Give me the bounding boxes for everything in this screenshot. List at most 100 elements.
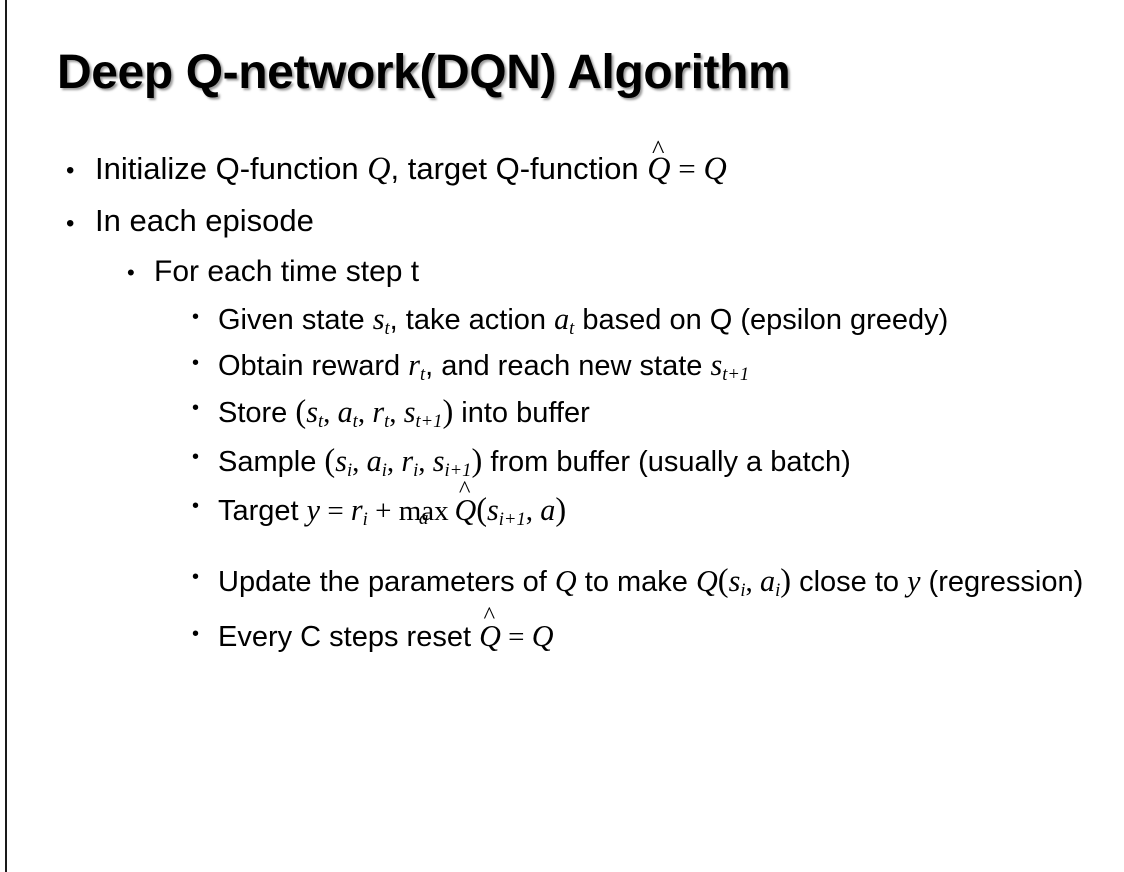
math-r: r xyxy=(372,395,385,430)
comma-2: , xyxy=(357,397,373,430)
math-plus: + xyxy=(367,495,399,528)
text-sample-post: from buffer (usually a batch) xyxy=(482,446,851,479)
slide-body: • Initialize Q-function Q, target Q-func… xyxy=(0,135,1124,661)
paren-open: ( xyxy=(476,492,488,529)
math-max-limit: a xyxy=(418,507,429,529)
math-r: r xyxy=(408,347,420,382)
bullet-initialize: • Initialize Q-function Q, target Q-func… xyxy=(0,135,1124,190)
bullet-dot-icon: • xyxy=(66,157,75,184)
paren-close: ) xyxy=(442,394,454,431)
math-r-subscript: t xyxy=(384,411,390,433)
math-a: a xyxy=(337,395,353,430)
math-s1-subscript: i xyxy=(346,460,353,482)
text-target-pre: Target xyxy=(218,495,307,528)
math-y: y xyxy=(907,563,921,598)
bullet-given-state: • Given state st, take action at based o… xyxy=(0,299,1124,341)
paren-close: ) xyxy=(780,562,792,599)
paren-open: ( xyxy=(295,394,307,431)
math-a-subscript: t xyxy=(352,411,358,433)
bullet-dot-icon: • xyxy=(192,622,200,645)
text-update-mid: to make xyxy=(576,565,696,598)
math-q-hat-base: Q xyxy=(479,618,501,653)
bullet-store-text: Store (st, at, rt, st+1) into buffer xyxy=(218,390,1104,435)
math-q-2: Q xyxy=(703,150,727,186)
bullet-obtain-reward: • Obtain reward rt, and reach new state … xyxy=(0,345,1124,387)
paren-close: ) xyxy=(471,443,483,480)
math-s2: s xyxy=(403,395,416,430)
bullet-initialize-text: Initialize Q-function Q, target Q-functi… xyxy=(95,135,1124,190)
math-r: r xyxy=(350,493,363,528)
math-equals: = xyxy=(320,495,351,528)
text-store-pre: Store xyxy=(218,397,296,430)
math-r-subscript: t xyxy=(419,363,426,385)
text-initialize-mid: , target Q-function xyxy=(390,151,648,186)
bullet-dot-icon: • xyxy=(192,495,200,518)
bullet-for-each-time-step-text: For each time step t xyxy=(154,255,420,289)
bullet-update-parameters: • Update the parameters of Q to make Q(s… xyxy=(0,559,1124,604)
bullet-dot-icon: • xyxy=(192,306,200,329)
bullet-sample-text: Sample (si, ai, ri, si+1) from buffer (u… xyxy=(218,439,1104,484)
math-q: Q xyxy=(531,618,554,653)
bullet-every-c-steps: • Every C steps reset ^Q = Q xyxy=(0,603,1124,658)
text-given-pre: Given state xyxy=(218,304,373,337)
math-s1-subscript: t xyxy=(317,411,324,433)
math-s2-subscript: t+1 xyxy=(415,411,443,433)
math-a-subscript: i xyxy=(381,460,387,482)
bullet-in-each-episode: • In each episode xyxy=(0,201,1124,241)
math-s-next: s xyxy=(710,347,723,382)
math-r-subscript: i xyxy=(362,508,368,530)
text-obtain-pre: Obtain reward xyxy=(218,349,409,382)
comma-3: , xyxy=(418,446,433,479)
paren-close: ) xyxy=(555,492,567,529)
math-a: a xyxy=(366,444,382,479)
math-q-1: Q xyxy=(554,563,577,598)
math-a: a xyxy=(554,302,570,337)
math-q-hat-base-1: Q xyxy=(647,150,671,186)
math-s2-subscript: i+1 xyxy=(444,460,472,482)
bullet-dot-icon: • xyxy=(127,260,135,286)
comma: , xyxy=(745,565,760,598)
bullet-for-each-time-step: • For each time step t xyxy=(0,252,1124,291)
math-s-next-subscript: t+1 xyxy=(722,363,750,385)
bullet-given-state-text: Given state st, take action at based on … xyxy=(218,299,1104,341)
math-y: y xyxy=(306,493,321,528)
text-obtain-mid: , and reach new state xyxy=(425,349,711,382)
text-update-pre: Update the parameters of xyxy=(218,565,555,598)
math-s-subscript: i xyxy=(740,579,746,601)
math-s1: s xyxy=(306,395,318,430)
bullet-every-c-steps-text: Every C steps reset ^Q = Q xyxy=(218,603,1104,658)
comma: , xyxy=(525,495,541,528)
bullet-dot-icon: • xyxy=(192,397,200,420)
comma-1: , xyxy=(323,397,338,430)
math-q-hat: ^Q xyxy=(479,603,501,658)
math-s: s xyxy=(728,563,741,598)
math-s: s xyxy=(487,493,499,528)
math-q-1: Q xyxy=(367,150,391,186)
math-q-2: Q xyxy=(695,563,718,598)
text-given-post: based on Q (epsilon greedy) xyxy=(574,304,949,337)
bullet-sample: • Sample (si, ai, ri, si+1) from buffer … xyxy=(0,439,1124,484)
hat-accent-icon: ^ xyxy=(651,133,665,164)
hat-accent-icon: ^ xyxy=(483,602,496,630)
comma-3: , xyxy=(389,397,404,430)
math-a: a xyxy=(540,493,556,528)
paren-open: ( xyxy=(717,562,729,599)
math-a-subscript: i xyxy=(775,579,781,601)
bullet-dot-icon: • xyxy=(192,565,200,588)
text-sample-pre: Sample xyxy=(218,446,325,479)
slide-left-border xyxy=(5,0,7,872)
math-q-hat-1: ^Q xyxy=(647,135,671,190)
bullet-dot-icon: • xyxy=(66,209,75,237)
math-s1: s xyxy=(335,444,347,479)
comma-2: , xyxy=(386,446,402,479)
bullet-obtain-reward-text: Obtain reward rt, and reach new state st… xyxy=(218,345,1104,387)
math-a: a xyxy=(759,563,776,598)
text-store-post: into buffer xyxy=(453,397,590,430)
bullet-dot-icon: • xyxy=(192,446,200,469)
bullet-store: • Store (st, at, rt, st+1) into buffer xyxy=(0,390,1124,435)
text-update-post: close to xyxy=(791,565,908,598)
math-q-hat: ^Q xyxy=(454,478,476,532)
